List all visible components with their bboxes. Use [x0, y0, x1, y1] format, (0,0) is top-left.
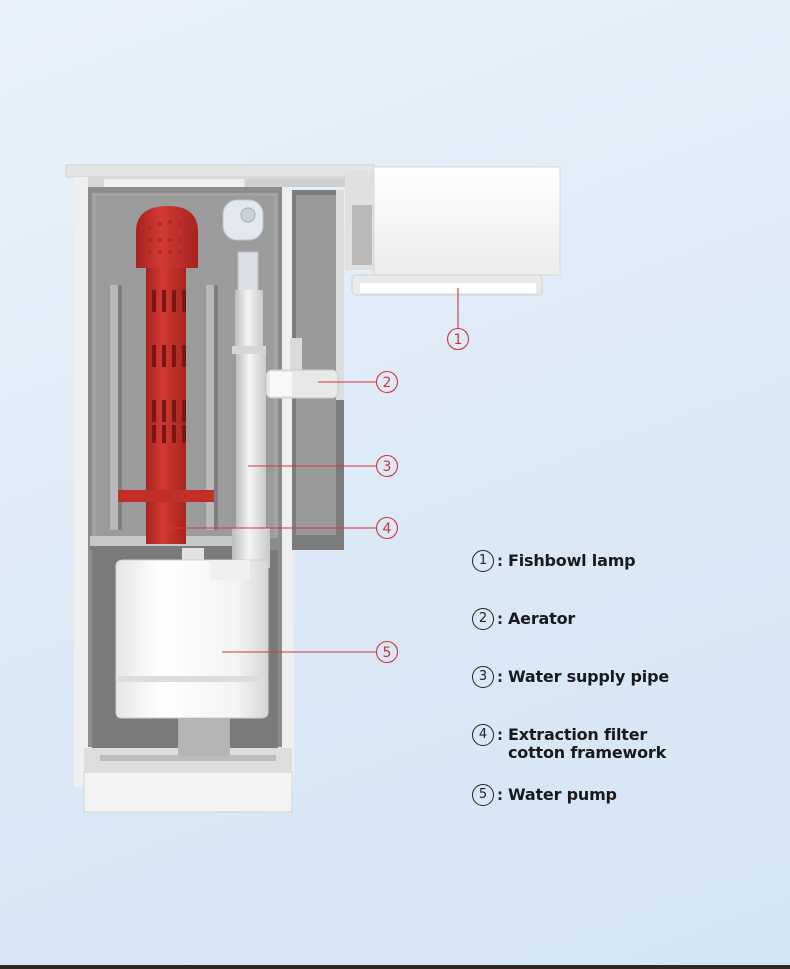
- legend-colon: :: [497, 668, 503, 686]
- legend-number: 1: [472, 550, 494, 572]
- legend-colon: :: [497, 786, 503, 804]
- legend-item-fishbowl-lamp: 1 : Fishbowl lamp: [472, 550, 636, 572]
- svg-text:1: 1: [454, 332, 463, 348]
- legend-label: Water pump: [508, 785, 617, 804]
- legend-label: Aerator: [508, 609, 576, 628]
- fishbowl-lamp: [345, 166, 561, 296]
- legend-item-water-supply-pipe: 3 : Water supply pipe: [472, 666, 669, 688]
- callout-marker-4: 4: [375, 516, 399, 540]
- legend-item-water-pump: 5 : Water pump: [472, 784, 617, 806]
- legend-colon: :: [497, 552, 503, 570]
- callout-marker-1: 1: [446, 327, 470, 351]
- legend-number: 5: [472, 784, 494, 806]
- svg-text:2: 2: [383, 375, 392, 391]
- callout-marker-5: 5: [375, 640, 399, 664]
- legend-number: 2: [472, 608, 494, 630]
- legend-label: Fishbowl lamp: [508, 551, 636, 570]
- bottom-border: [0, 965, 790, 969]
- aerator: [265, 338, 339, 399]
- svg-text:4: 4: [383, 521, 392, 537]
- legend-colon: :: [497, 726, 503, 744]
- callout-lines: [168, 288, 459, 653]
- water-supply-pipe: [222, 199, 270, 568]
- extraction-filter-framework: [118, 206, 214, 544]
- legend-number: 4: [472, 724, 494, 746]
- svg-text:5: 5: [383, 645, 392, 661]
- callout-marker-3: 3: [375, 454, 399, 478]
- legend-colon: :: [497, 610, 503, 628]
- legend-label: Water supply pipe: [508, 667, 669, 686]
- svg-text:3: 3: [383, 459, 392, 475]
- callout-marker-2: 2: [375, 370, 399, 394]
- legend-item-extraction-filter: 4 : Extraction filter cotton framework: [472, 724, 708, 762]
- legend-number: 3: [472, 666, 494, 688]
- legend-label: Extraction filter cotton framework: [508, 725, 667, 762]
- water-pump: [115, 548, 269, 756]
- legend-item-aerator: 2 : Aerator: [472, 608, 575, 630]
